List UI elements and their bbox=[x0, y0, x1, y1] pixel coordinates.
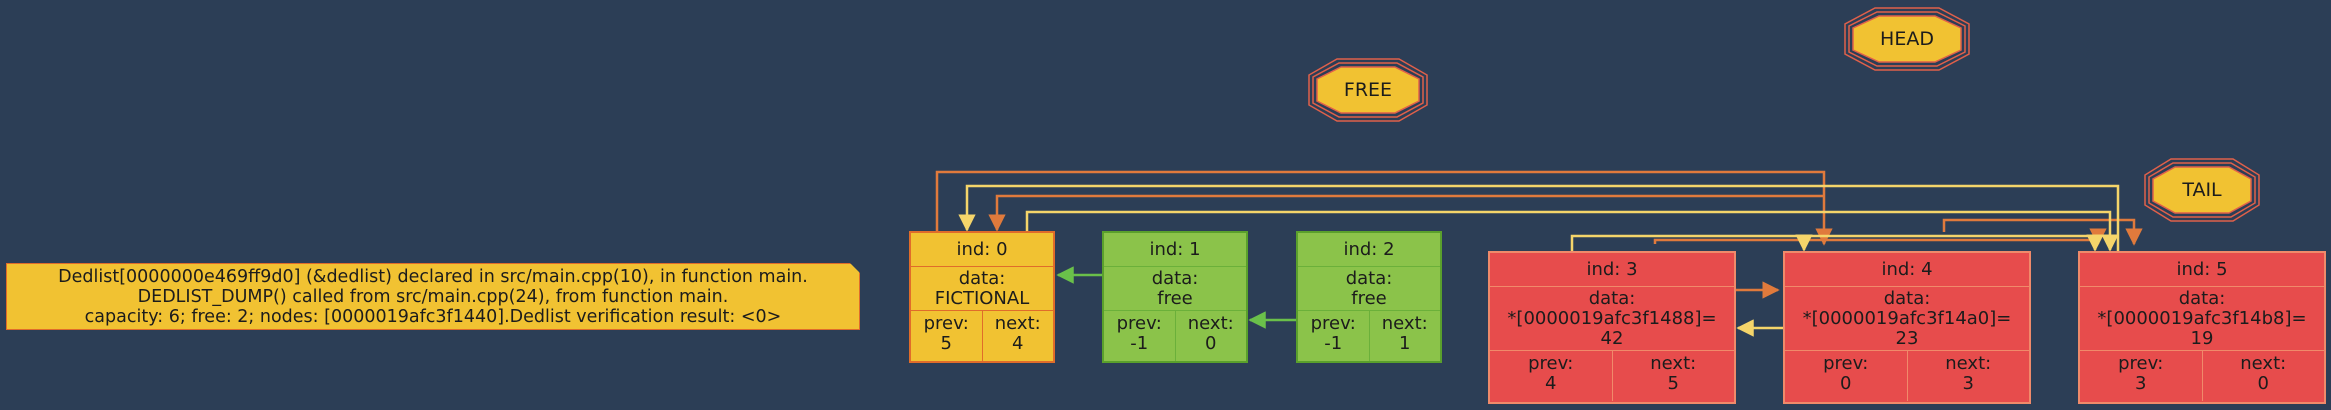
info-line-3: capacity: 6; free: 2; nodes: [0000019afc… bbox=[84, 307, 782, 327]
head-marker: HEAD bbox=[1843, 6, 1971, 72]
node-index: ind: 4 bbox=[1785, 253, 2029, 287]
node-data-label: data: bbox=[1345, 268, 1393, 289]
edge-next-4-to-3 bbox=[988, 194, 1824, 232]
node-prev-value: 4 bbox=[1545, 373, 1557, 394]
node-data-label: data: bbox=[2178, 288, 2226, 309]
node-prev-label: prev: bbox=[1116, 313, 1162, 334]
node-next-label: next: bbox=[1187, 313, 1234, 334]
node-prev-value: 0 bbox=[1840, 373, 1852, 394]
node-next-value: 3 bbox=[1962, 373, 1974, 394]
list-node-0: ind: 0 data: FICTIONAL prev: 5 next: 4 bbox=[909, 231, 1055, 363]
node-next-label: next: bbox=[994, 313, 1041, 334]
node-index: ind: 1 bbox=[1104, 233, 1246, 267]
node-next-label: next: bbox=[2240, 353, 2287, 374]
node-prev-label: prev: bbox=[1310, 313, 1356, 334]
node-prev-value: 3 bbox=[2135, 373, 2147, 394]
free-marker: FREE bbox=[1307, 57, 1429, 123]
node-prev: prev: 0 bbox=[1785, 351, 1908, 401]
head-marker-label: HEAD bbox=[1880, 28, 1934, 50]
edge-prev-4-to-5 bbox=[1804, 234, 2104, 252]
list-node-5: ind: 5 data: *[0000019afc3f14b8]= 19 pre… bbox=[2078, 251, 2326, 404]
octagon-shape bbox=[1308, 58, 1428, 122]
node-prev: prev: 3 bbox=[2080, 351, 2203, 401]
node-next: next: 4 bbox=[983, 311, 1054, 361]
list-node-1: ind: 1 data: free prev: -1 next: 0 bbox=[1102, 231, 1248, 363]
node-data-value: 42 bbox=[1600, 328, 1624, 349]
node-links: prev: 0 next: 3 bbox=[1785, 351, 2029, 401]
node-data-label: data: bbox=[1588, 288, 1636, 309]
node-next: next: 3 bbox=[1908, 351, 2030, 401]
node-next-label: next: bbox=[1650, 353, 1697, 374]
note-fold-corner bbox=[850, 263, 860, 273]
node-data: data: *[0000019afc3f14b8]= 19 bbox=[2080, 287, 2324, 351]
node-links: prev: 5 next: 4 bbox=[911, 311, 1053, 361]
node-data-value: 19 bbox=[2190, 328, 2214, 349]
node-prev-value: -1 bbox=[1324, 333, 1343, 354]
node-data: data: *[0000019afc3f1488]= 42 bbox=[1490, 287, 1734, 351]
node-index: ind: 2 bbox=[1298, 233, 1440, 267]
tail-marker-label: TAIL bbox=[2182, 179, 2222, 201]
node-data-address: *[0000019afc3f14b8]= bbox=[2097, 308, 2307, 329]
node-prev: prev: -1 bbox=[1298, 311, 1370, 361]
node-prev-label: prev: bbox=[2118, 353, 2164, 374]
node-data: data: free bbox=[1104, 267, 1246, 311]
node-prev-label: prev: bbox=[923, 313, 969, 334]
edge-next-3-to-5-b bbox=[1653, 228, 2107, 246]
node-next: next: 1 bbox=[1370, 311, 1441, 361]
node-prev: prev: 5 bbox=[911, 311, 983, 361]
node-links: prev: -1 next: 1 bbox=[1298, 311, 1440, 361]
info-line-1: Dedlist[0000000e469ff9d0] (&dedlist) dec… bbox=[58, 267, 808, 287]
node-prev-value: 5 bbox=[940, 333, 952, 354]
octagon-shape bbox=[1844, 7, 1970, 71]
node-next-label: next: bbox=[1945, 353, 1992, 374]
node-next: next: 5 bbox=[1613, 351, 1735, 401]
node-data-label: data: bbox=[958, 268, 1006, 289]
node-index: ind: 5 bbox=[2080, 253, 2324, 287]
node-next-value: 1 bbox=[1399, 333, 1411, 354]
node-links: prev: 3 next: 0 bbox=[2080, 351, 2324, 401]
node-data-value: free bbox=[1351, 288, 1387, 309]
node-next-value: 4 bbox=[1012, 333, 1024, 354]
node-data: data: FICTIONAL bbox=[911, 267, 1053, 311]
free-marker-label: FREE bbox=[1343, 79, 1393, 101]
node-data-address: *[0000019afc3f14a0]= bbox=[1802, 308, 2012, 329]
node-links: prev: -1 next: 0 bbox=[1104, 311, 1246, 361]
node-next-label: next: bbox=[1381, 313, 1428, 334]
node-next: next: 0 bbox=[2203, 351, 2325, 401]
list-node-4: ind: 4 data: *[0000019afc3f14a0]= 23 pre… bbox=[1783, 251, 2031, 404]
node-prev: prev: 4 bbox=[1490, 351, 1613, 401]
node-data: data: *[0000019afc3f14a0]= 23 bbox=[1785, 287, 2029, 351]
dump-info-note: Dedlist[0000000e469ff9d0] (&dedlist) dec… bbox=[6, 263, 860, 330]
octagon-shape bbox=[2144, 158, 2260, 222]
list-node-3: ind: 3 data: *[0000019afc3f1488]= 42 pre… bbox=[1488, 251, 1736, 404]
info-line-2: DEDLIST_DUMP() called from src/main.cpp(… bbox=[137, 287, 729, 307]
node-next-value: 0 bbox=[2257, 373, 2269, 394]
node-index: ind: 0 bbox=[911, 233, 1053, 267]
list-node-2: ind: 2 data: free prev: -1 next: 1 bbox=[1296, 231, 1442, 363]
node-index: ind: 3 bbox=[1490, 253, 1734, 287]
edge-next-0-to-4 bbox=[935, 170, 1833, 250]
node-prev-label: prev: bbox=[1823, 353, 1869, 374]
node-prev: prev: -1 bbox=[1104, 311, 1176, 361]
edge-next-5-to-0 bbox=[1942, 218, 2143, 246]
node-data-value: FICTIONAL bbox=[934, 288, 1030, 309]
node-data-label: data: bbox=[1151, 268, 1199, 289]
node-data: data: free bbox=[1298, 267, 1440, 311]
tail-marker: TAIL bbox=[2143, 157, 2261, 223]
node-prev-label: prev: bbox=[1528, 353, 1574, 374]
node-next: next: 0 bbox=[1176, 311, 1247, 361]
node-data-label: data: bbox=[1883, 288, 1931, 309]
node-data-value: free bbox=[1157, 288, 1193, 309]
node-next-value: 5 bbox=[1667, 373, 1679, 394]
node-data-address: *[0000019afc3f1488]= bbox=[1507, 308, 1717, 329]
node-next-value: 0 bbox=[1205, 333, 1217, 354]
node-data-value: 23 bbox=[1895, 328, 1919, 349]
node-prev-value: -1 bbox=[1130, 333, 1149, 354]
node-links: prev: 4 next: 5 bbox=[1490, 351, 1734, 401]
